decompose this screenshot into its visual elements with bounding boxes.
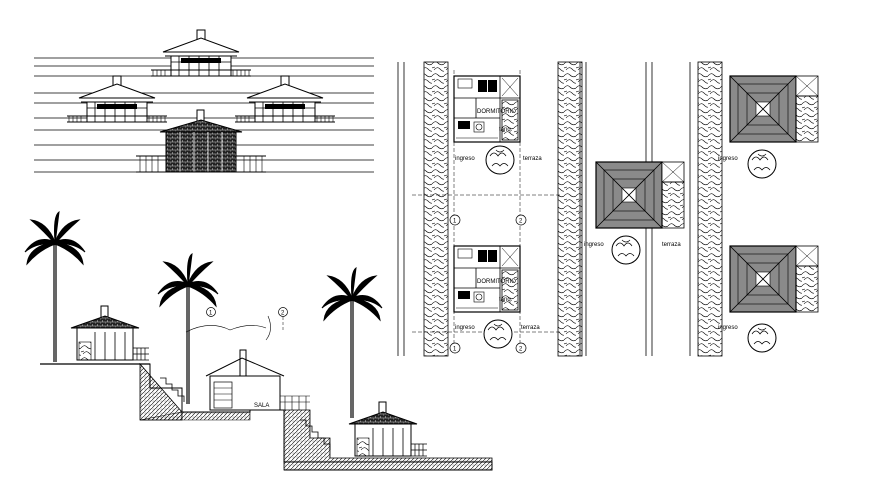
svg-text:2: 2 — [281, 311, 285, 317]
stone-path-3 — [697, 61, 723, 357]
svg-text:tanq.: tanq. — [499, 297, 513, 303]
svg-text:1: 1 — [209, 311, 213, 317]
site-section: SALA 1 2 — [24, 211, 493, 471]
section-cabin-upper — [70, 305, 150, 361]
palm-tree-3 — [321, 267, 383, 419]
palm-tree-1 — [24, 211, 86, 363]
section-axis-1: 1 — [185, 307, 267, 333]
section-sala-building: SALA — [205, 349, 310, 411]
plan-axis-markers: 1 2 1 2 — [449, 214, 527, 354]
elevation-house-top — [150, 29, 252, 77]
svg-text:2: 2 — [519, 219, 523, 225]
section-cabin-lower — [348, 401, 428, 457]
ingreso-label-1: ingreso — [455, 156, 475, 162]
terraza-label-1: terraza — [523, 156, 542, 162]
stone-path-1 — [423, 61, 449, 357]
ingreso-label-2: ingreso — [455, 325, 475, 331]
svg-text:1: 1 — [453, 219, 457, 225]
svg-text:1: 1 — [453, 347, 457, 353]
svg-text:DORMITORIO: DORMITORIO — [477, 279, 516, 285]
svg-text:ingreso: ingreso — [584, 242, 604, 248]
terraza-label-2: terraza — [521, 325, 540, 331]
stone-path-2 — [557, 61, 583, 357]
plan-house-lower: DORMITORIO tanq. ingreso terraza — [453, 245, 540, 349]
plan-house-upper: DORMITORIO tanq. ingreso terraza — [453, 75, 542, 175]
plan-roof-middle: ingreso terraza — [584, 161, 685, 265]
svg-text:ingreso: ingreso — [718, 156, 738, 162]
site-plan: DORMITORIO tanq. ingreso terraza DORMITO… — [397, 61, 819, 357]
elevation-house-left — [66, 75, 168, 123]
plan-roof-right-upper: ingreso — [718, 75, 819, 179]
svg-text:tanq.: tanq. — [499, 127, 513, 133]
elevation-house-dark — [136, 109, 266, 173]
svg-text:2: 2 — [519, 347, 523, 353]
section-axis-2: 2 — [265, 307, 288, 341]
svg-text:ingreso: ingreso — [718, 325, 738, 331]
elevation-house-right — [234, 75, 336, 123]
svg-text:DORMITORIO: DORMITORIO — [477, 109, 516, 115]
plan-roof-right-lower: ingreso — [718, 245, 819, 353]
svg-text:terraza: terraza — [662, 242, 681, 248]
sala-label: SALA — [254, 403, 269, 409]
palm-tree-2 — [157, 253, 219, 405]
front-elevations — [34, 29, 374, 173]
